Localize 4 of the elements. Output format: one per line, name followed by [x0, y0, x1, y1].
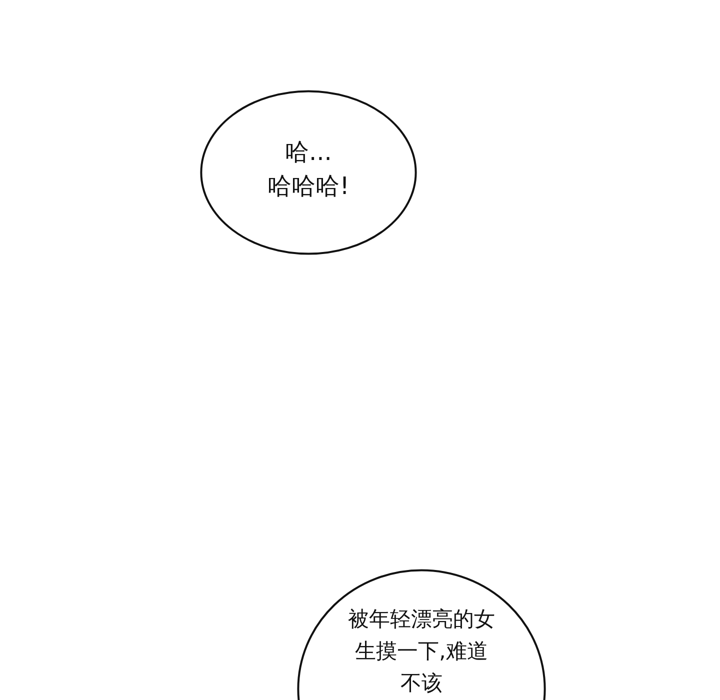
speech-bubble	[200, 90, 417, 255]
speech-text: 被年轻漂亮的女生摸一下,难道不该	[347, 606, 496, 697]
speech-bubble	[297, 569, 546, 700]
speech-text: 哈...哈哈哈!	[266, 137, 350, 202]
